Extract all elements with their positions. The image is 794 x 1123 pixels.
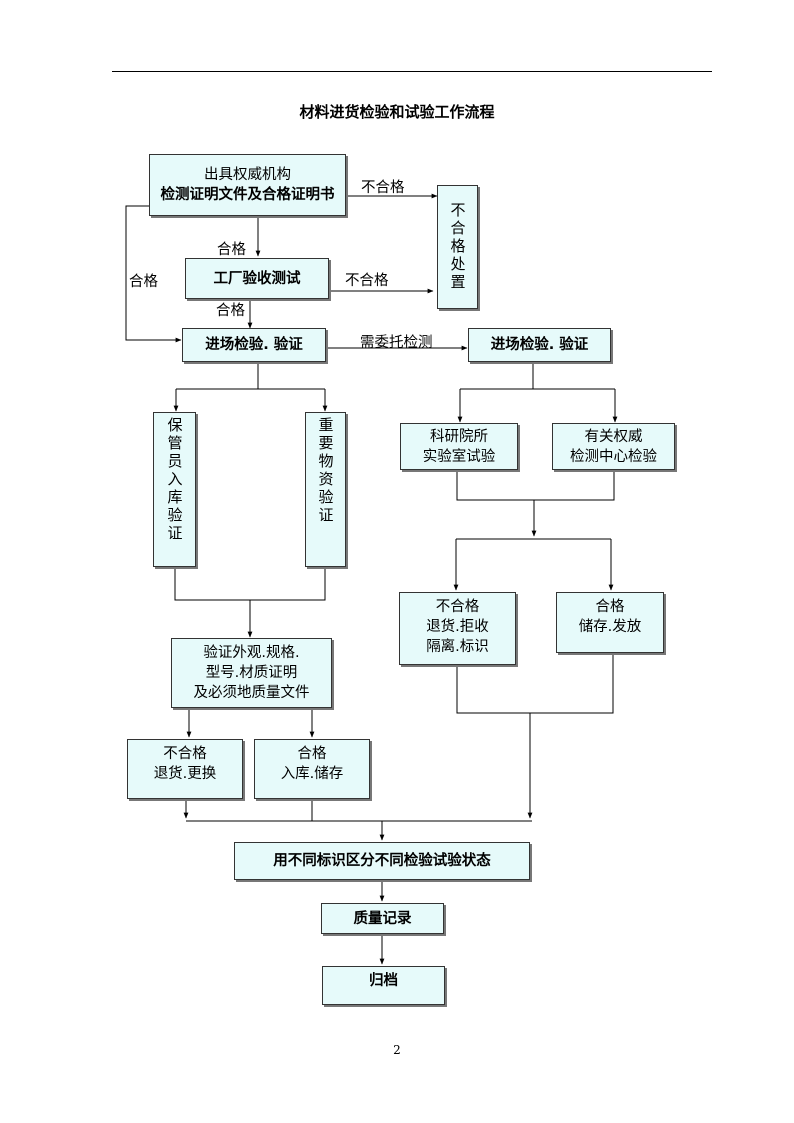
left-qualified-box: 合格 入库.储存 [254,739,370,799]
entry-inspection-right-box: 进场检验. 验证 [468,328,611,362]
key-material-box: 重要物资验证 [305,412,346,567]
research-lab-box: 科研院所 实验室试验 [400,423,518,470]
authority-docs-box: 出具权威机构 检测证明文件及合格证明书 [149,154,346,216]
page-title: 材料进货检验和试验工作流程 [299,103,495,121]
unqualified-handling-box: 不合格处置 [437,185,478,309]
authority-center-box: 有关权威 检测中心检验 [552,423,675,470]
label-qualified-2: 合格 [216,303,245,319]
left-unqualified-box: 不合格 退货.更换 [127,739,243,799]
right-qualified-box: 合格 储存.发放 [556,592,664,653]
quality-record-box: 质量记录 [321,903,444,934]
factory-test-box: 工厂验收测试 [185,258,329,299]
label-unqualified-2: 不合格 [345,273,389,289]
page-number: 2 [393,1043,401,1057]
label-qualified-side: 合格 [129,274,158,290]
header-rule [112,71,712,72]
right-unqualified-box: 不合格 退货.拒收 隔离.标识 [399,592,516,665]
entry-inspection-left-box: 进场检验. 验证 [182,328,326,362]
status-marking-box: 用不同标识区分不同检验试验状态 [234,842,530,880]
label-unqualified-1: 不合格 [361,180,405,196]
label-qualified-1: 合格 [217,242,246,258]
label-entrust-test: 需委托检测 [360,335,433,351]
archive-box: 归档 [322,966,445,1005]
verify-appearance-box: 验证外观.规格. 型号.材质证明 及必须地质量文件 [171,638,332,708]
keeper-inspection-box: 保管员入库验证 [153,412,196,567]
